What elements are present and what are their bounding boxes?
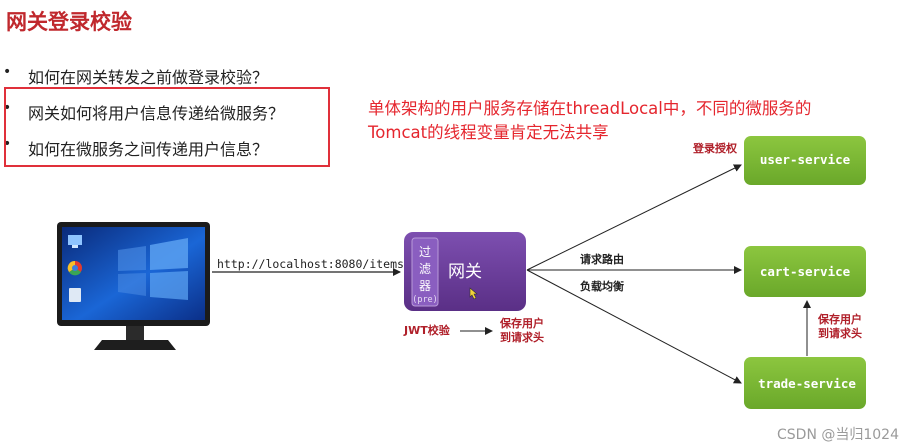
trade-save-user-label: 到请求头 bbox=[818, 326, 862, 340]
service-label: user-service bbox=[760, 152, 851, 167]
client-monitor bbox=[57, 222, 210, 350]
route-arrow-trade bbox=[526, 269, 742, 384]
route-arrow-user bbox=[526, 164, 742, 271]
trade-service-box: trade-service bbox=[744, 357, 866, 409]
note-line: 单体架构的用户服务存储在threadLocal中，不同的微服务的 bbox=[368, 99, 812, 118]
bullet-text: 网关如何将用户信息传递给微服务？ bbox=[28, 104, 285, 123]
hand-cursor-icon bbox=[469, 287, 478, 300]
bullet-text: 如何在网关转发之前做登录校验？ bbox=[28, 68, 269, 87]
save-user-label: 到请求头 bbox=[500, 330, 544, 344]
highlight-box bbox=[4, 87, 330, 167]
filter-char: 过 bbox=[419, 245, 431, 259]
bullet-text: 如何在微服务之间传递用户信息？ bbox=[28, 140, 269, 159]
filter-tag: (pre) bbox=[412, 295, 438, 305]
auth-label: 登录授权 bbox=[692, 141, 738, 155]
monitor-stand bbox=[94, 340, 176, 350]
save-user-label: 保存用户 bbox=[499, 316, 544, 330]
bullet-dot: • bbox=[3, 136, 12, 152]
computer-icon bbox=[68, 235, 82, 245]
jwt-label: JWT校验 bbox=[403, 323, 451, 337]
monitor-neck bbox=[126, 326, 144, 340]
load-balance-label: 负载均衡 bbox=[580, 279, 624, 293]
service-label: cart-service bbox=[760, 264, 851, 279]
filter-box bbox=[411, 237, 439, 307]
recycle-bin-icon bbox=[69, 288, 81, 302]
gateway-label: 网关 bbox=[448, 262, 482, 282]
windows-logo-icon bbox=[150, 238, 188, 270]
note-line: Tomcat的线程变量肯定无法共享 bbox=[368, 123, 609, 142]
annotation-note: 单体架构的用户服务存储在threadLocal中，不同的微服务的 Tomcat的… bbox=[368, 97, 888, 145]
trade-save-user-label: 保存用户 bbox=[817, 312, 862, 326]
service-label: trade-service bbox=[758, 376, 856, 391]
request-url: http://localhost:8080/items bbox=[217, 257, 404, 271]
filter-char: 器 bbox=[419, 279, 431, 293]
gateway-box: 过 滤 器 (pre) 网关 bbox=[404, 232, 526, 311]
bullet-dot: • bbox=[3, 100, 12, 116]
filter-char: 滤 bbox=[419, 262, 431, 276]
routing-label: 请求路由 bbox=[580, 252, 624, 266]
user-service-box: user-service bbox=[744, 136, 866, 185]
bullet-dot: • bbox=[3, 64, 12, 80]
cart-service-box: cart-service bbox=[744, 246, 866, 297]
watermark: CSDN @当归1024 bbox=[777, 427, 899, 443]
page-title: 网关登录校验 bbox=[6, 10, 132, 34]
